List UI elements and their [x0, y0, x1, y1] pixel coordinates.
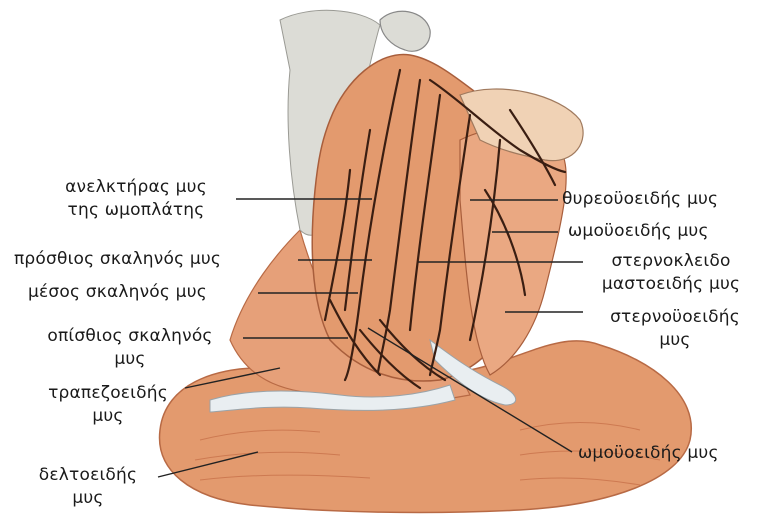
label-deltoid-line2: μυς: [20, 487, 156, 510]
label-sternohyoid-line2: μυς: [586, 329, 764, 352]
label-scm-line1: στερνοκλειδο: [578, 250, 764, 273]
label-middle-scalene: μέσος σκαληνός μυς: [28, 281, 207, 304]
label-posterior-scalene-line1: οπίσθιος σκαληνός: [20, 325, 240, 348]
label-posterior-scalene-line2: μυς: [20, 348, 240, 371]
label-sternocleidomastoid: στερνοκλειδο μαστοειδής μυς: [578, 250, 764, 296]
label-trapezius: τραπεζοειδής μυς: [28, 382, 188, 428]
label-levator-line1: ανελκτήρας μυς: [38, 176, 234, 199]
label-omohyoid-upper: ωμοϋοειδής μυς: [568, 220, 709, 243]
mastoid-bone-shape: [380, 11, 430, 51]
label-trapezius-line1: τραπεζοειδής: [28, 382, 188, 405]
label-trapezius-line2: μυς: [28, 405, 188, 428]
label-deltoid-line1: δελτοειδής: [20, 464, 156, 487]
label-anterior-scalene: πρόσθιος σκαληνός μυς: [14, 248, 221, 271]
label-omohyoid-lower: ωμοϋοειδής μυς: [578, 442, 719, 465]
label-posterior-scalene: οπίσθιος σκαληνός μυς: [20, 325, 240, 371]
label-deltoid: δελτοειδής μυς: [20, 464, 156, 510]
label-thyrohyoid: θυρεοϋοειδής μυς: [562, 188, 718, 211]
label-sternohyoid-line1: στερνοϋοειδής: [586, 306, 764, 329]
label-levator-line2: της ωμοπλάτης: [38, 199, 234, 222]
label-levator-scapulae: ανελκτήρας μυς της ωμοπλάτης: [38, 176, 234, 222]
label-scm-line2: μαστοειδής μυς: [578, 273, 764, 296]
label-sternohyoid: στερνοϋοειδής μυς: [586, 306, 764, 352]
